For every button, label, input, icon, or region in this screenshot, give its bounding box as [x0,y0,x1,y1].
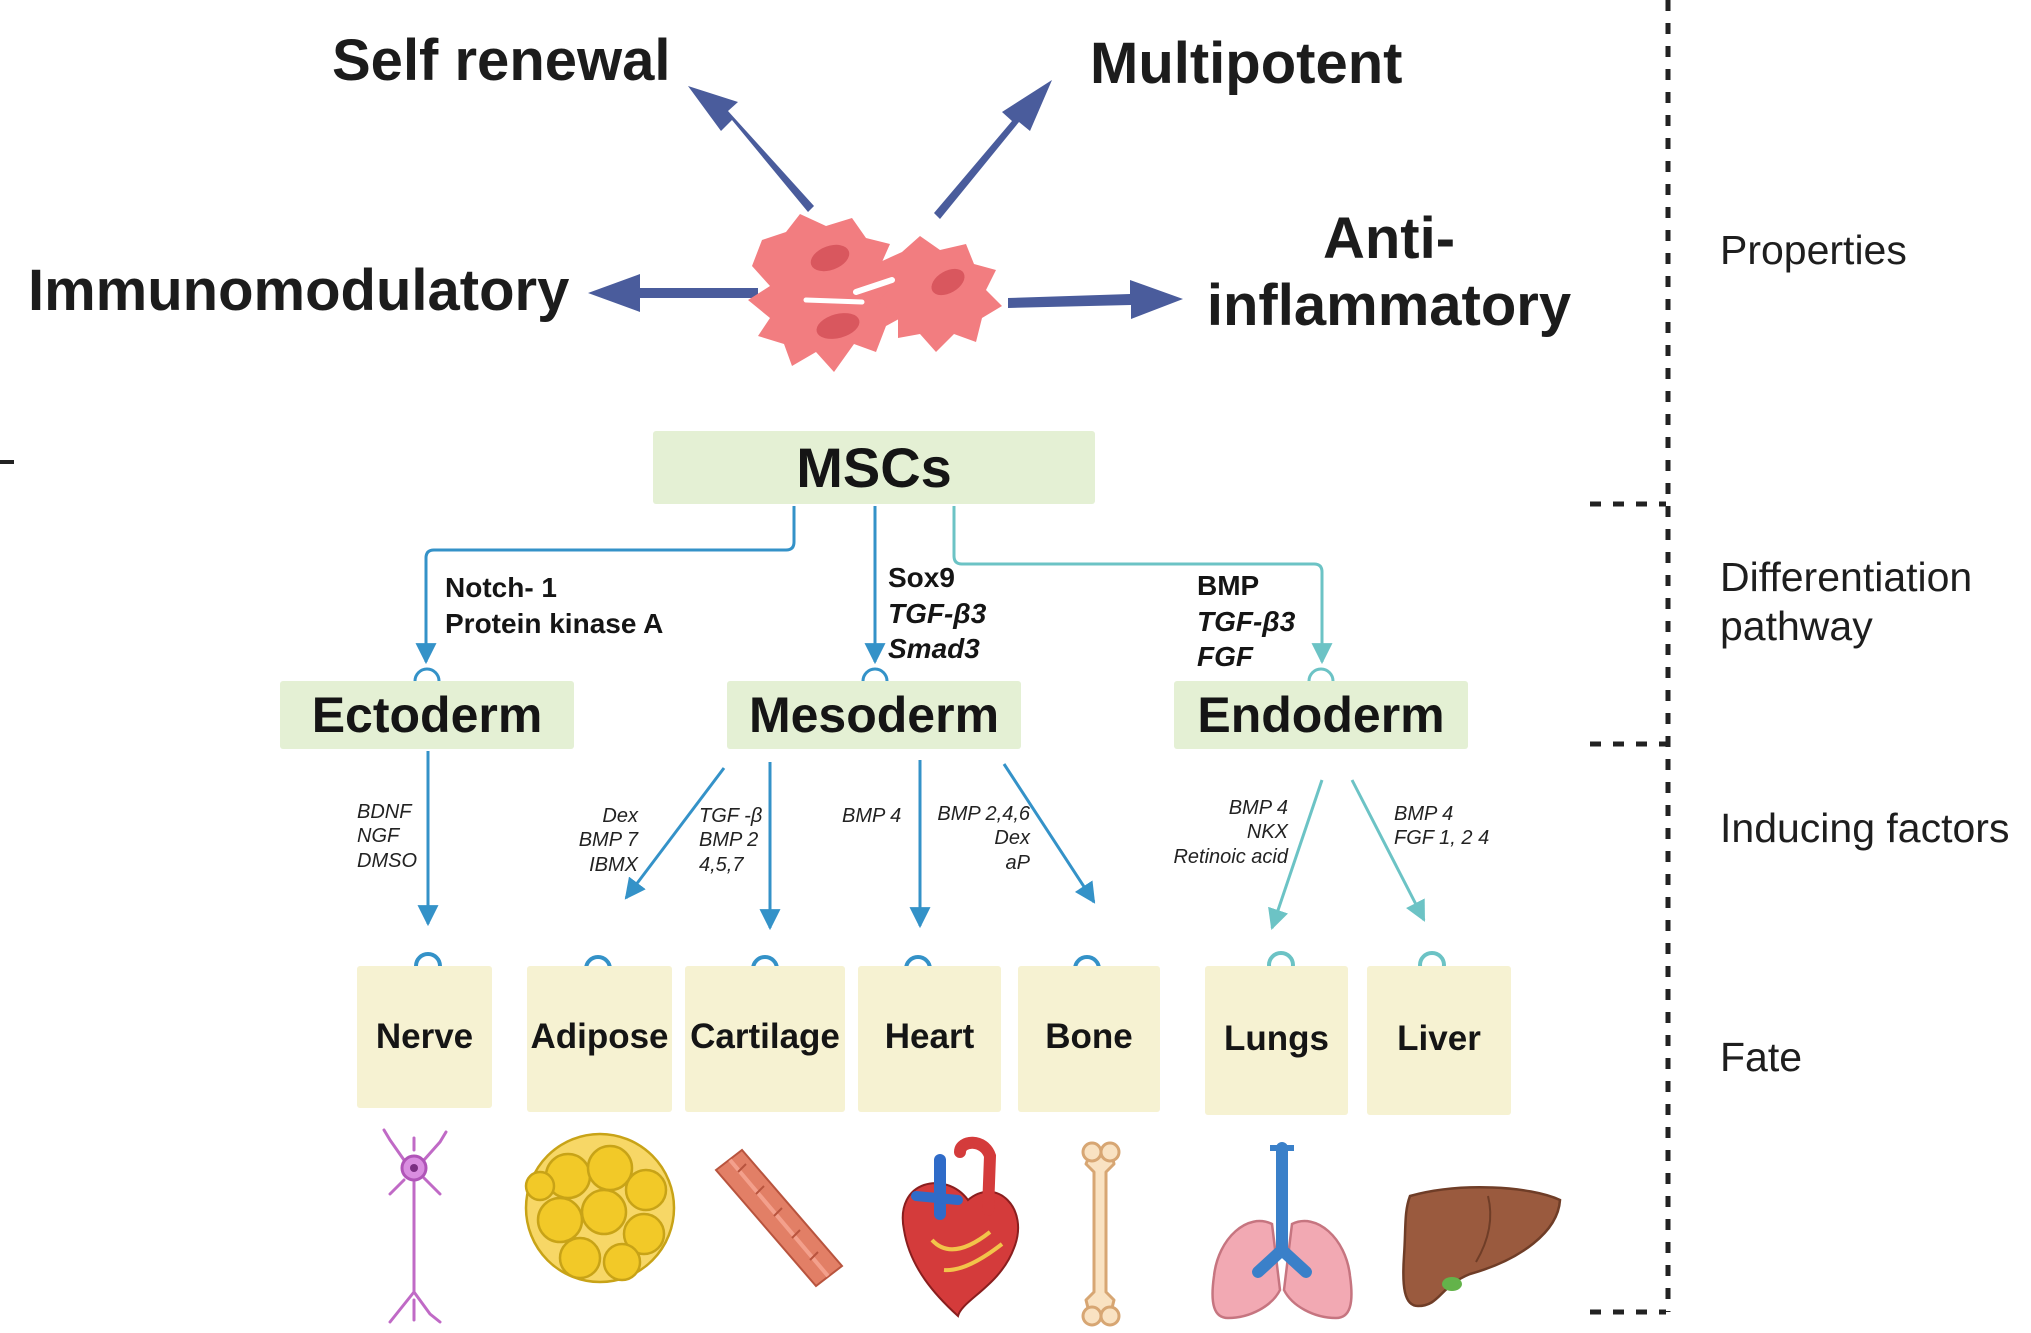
pathway-factors-endoderm: BMP TGF-β3 FGF [1197,568,1295,675]
inducing-lungs-2: NKX [1246,821,1288,844]
germ-layer-endoderm-label: Endoderm [1197,687,1445,743]
arrow-to-lungs [1268,779,1324,930]
fate-heart: Heart [858,966,1001,1112]
inducing-bone: BMP 2,4,6 Dex aP [928,802,1030,875]
pathway-mesoderm-line3: Smad3 [888,633,980,665]
side-label-inducing: Inducing factors [1720,805,2010,851]
inducing-liver: BMP 4 FGF 1, 2 4 [1394,802,1489,851]
property-multipotent: Multipotent [1090,31,1403,96]
inducing-bone-1: BMP 2,4,6 [937,803,1030,825]
germ-layer-mesoderm: Mesoderm [727,681,1021,749]
fate-lungs: Lungs [1205,966,1348,1115]
inducing-adipose-1: Dex [602,805,638,827]
side-label-properties: Properties [1720,227,1907,273]
inducing-cartilage: TGF -β BMP 2 4,5,7 [699,804,762,877]
inducing-liver-2: FGF 1, 2 4 [1394,827,1490,850]
germ-layer-ectoderm-label: Ectoderm [311,687,543,743]
inducing-lungs-1: BMP 4 [1228,797,1288,819]
inducing-adipose-3: IBMX [589,853,638,876]
pathway-mesoderm-line2: TGF-β3 [888,597,987,629]
side-label-differentiation-line1: Differentiation [1720,554,1973,600]
pathway-factors-ectoderm: Notch- 1 Protein kinase A [445,570,663,641]
bone-icon [1081,1141,1121,1327]
fate-cartilage: Cartilage [685,966,845,1112]
lungs-icon [1211,1142,1353,1320]
property-anti-inflammatory-line2: inflammatory [1206,272,1572,338]
side-label-differentiation-line2: pathway [1720,603,1873,650]
pathway-factors-mesoderm: Sox9 TGF-β3 Smad3 [888,560,986,667]
arrow-to-liver [1350,779,1426,922]
fate-adipose: Adipose [527,966,672,1112]
inducing-nerve: BDNF NGF DMSO [357,800,417,873]
germ-layer-endoderm: Endoderm [1174,681,1468,749]
inducing-adipose: Dex BMP 7 IBMX [560,804,638,877]
pathway-endoderm-line2: TGF-β3 [1197,605,1296,637]
arrow-anti-inflammatory [1008,280,1183,319]
arrow-to-adipose [624,767,726,900]
arrow-immunomodulatory [588,274,758,312]
inducing-nerve-1: BDNF [357,801,412,823]
arrow-self-renewal [688,86,814,212]
property-arrows [588,80,1183,319]
fate-adipose-label: Adipose [530,1017,669,1056]
inducing-bone-3: aP [1005,851,1030,874]
inducing-heart: BMP 4 [842,804,901,828]
property-anti-inflammatory: Anti- inflammatory [1206,206,1572,339]
inducing-nerve-2: NGF [357,825,400,848]
fate-liver: Liver [1367,966,1511,1115]
fate-nerve: Nerve [357,966,492,1108]
fate-heart-label: Heart [884,1017,975,1056]
msc-box: MSCs [653,431,1095,504]
inducing-lungs-3: Retinoic acid [1173,845,1288,868]
property-anti-inflammatory-line1: Anti- [1322,206,1456,271]
pathway-mesoderm-line1: Sox9 [888,562,955,593]
side-label-fate: Fate [1720,1034,1803,1080]
adipocyte-cluster-icon [524,1132,676,1284]
inducing-bone-2: Dex [994,827,1030,850]
property-immunomodulatory: Immunomodulatory [28,258,570,323]
inducing-cartilage-3: 4,5,7 [699,853,744,876]
germ-layer-mesoderm-label: Mesoderm [748,687,1000,743]
fate-nerve-label: Nerve [375,1017,474,1056]
pathway-ectoderm-line1: Notch- 1 [445,572,557,603]
muscle-fiber-icon [714,1148,844,1288]
msc-label: MSCs [796,436,952,499]
heart-organ-icon [901,1136,1020,1318]
path-to-ectoderm [415,506,796,665]
fate-lungs-label: Lungs [1224,1019,1329,1058]
inducing-cartilage-1: TGF -β [699,805,763,827]
inducing-nerve-3: DMSO [357,849,417,872]
fate-bone: Bone [1018,966,1160,1112]
pathway-endoderm-line3: FGF [1197,641,1253,673]
inducing-lungs: BMP 4 NKX Retinoic acid [1150,796,1288,869]
inducing-adipose-2: BMP 7 [578,829,638,852]
path-to-endoderm [952,506,1333,665]
pathway-lines [415,506,1333,665]
fate-cartilage-label: Cartilage [690,1017,840,1056]
pathway-endoderm-line1: BMP [1197,570,1260,601]
fate-arrows [417,751,1426,931]
msc-cell-cluster-icon [748,214,1002,372]
fate-liver-label: Liver [1397,1019,1481,1058]
inducing-liver-1: BMP 4 [1394,803,1454,825]
inducing-cartilage-2: BMP 2 [699,829,759,852]
liver-icon [1402,1186,1562,1308]
fate-bone-label: Bone [1045,1017,1133,1056]
germ-layer-ectoderm: Ectoderm [280,681,574,749]
pathway-ectoderm-line2: Protein kinase A [445,607,664,639]
arrow-to-bone [1002,763,1096,904]
side-label-differentiation: Differentiation pathway [1720,553,1972,651]
inducing-heart-1: BMP 4 [842,805,902,827]
neuron-icon [382,1128,448,1324]
section-dividers [1590,0,1671,1315]
property-self-renewal: Self renewal [332,28,671,93]
arrow-multipotent [934,80,1052,219]
